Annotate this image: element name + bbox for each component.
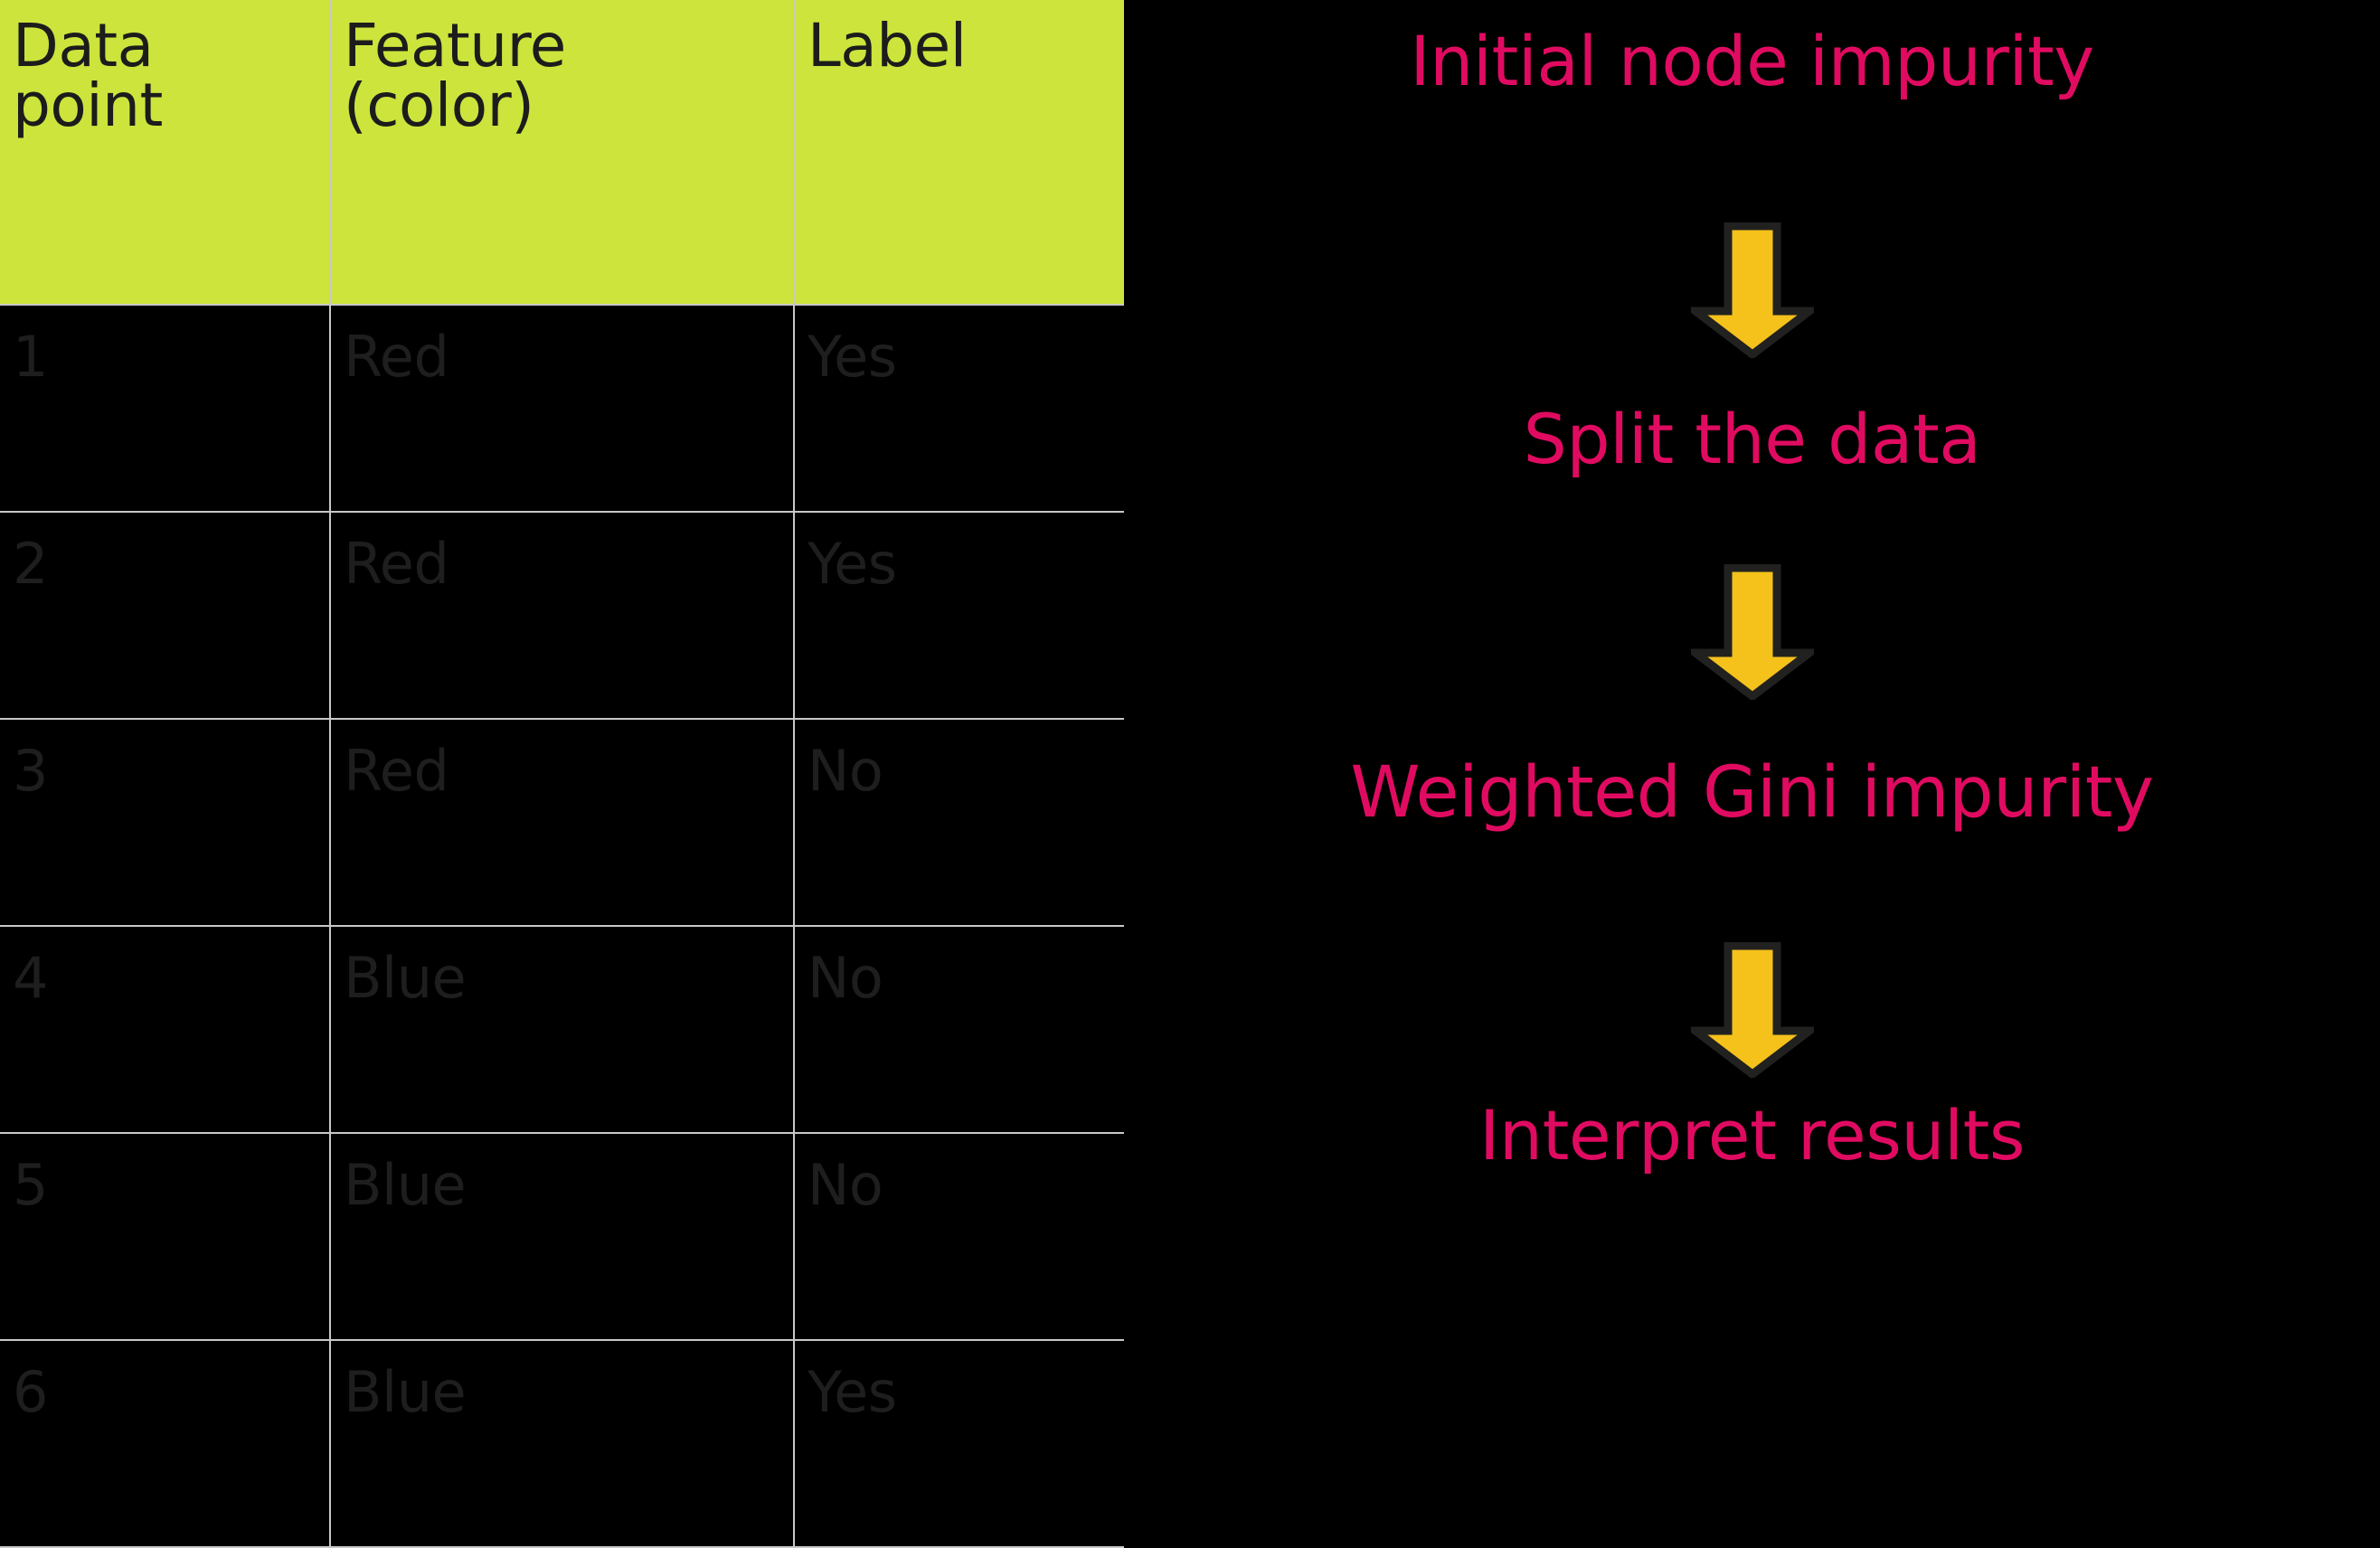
cell-feature: Red [329, 718, 795, 927]
flow-step-initial-node-impurity: Initial node impurity [1410, 21, 2094, 101]
column-header-feature-line2: (color) [344, 71, 534, 140]
column-header-feature-color: Feature (color) [329, 0, 795, 306]
cell-feature: Blue [329, 925, 795, 1134]
column-header-label: Label [793, 0, 1124, 306]
flow-step-interpret-results: Interpret results [1478, 1095, 2026, 1175]
cell-data-point: 3 [0, 718, 331, 927]
column-header-data-point: Data point [0, 0, 331, 306]
flowchart-panel: Initial node impurity Split the data Wei… [1124, 0, 2380, 1373]
data-table-panel: Data point Feature (color) Label 1 Red Y… [0, 0, 1124, 1548]
dataset-table: Data point Feature (color) Label 1 Red Y… [0, 0, 1124, 1548]
table-header: Data point Feature (color) Label [0, 0, 1124, 306]
cell-label: No [793, 1132, 1124, 1341]
flow-arrow-2 [1124, 564, 2380, 700]
flow-arrow-1 [1124, 222, 2380, 358]
cell-feature: Blue [329, 1339, 795, 1548]
column-header-data-point-line2: point [13, 71, 163, 140]
cell-data-point: 2 [0, 511, 331, 720]
flow-step-split-the-data: Split the data [1523, 399, 1981, 479]
cell-data-point: 4 [0, 925, 331, 1134]
cell-data-point: 1 [0, 304, 331, 513]
down-arrow-icon [1690, 222, 1814, 362]
down-arrow-icon [1690, 942, 1814, 1081]
table-header-row: Data point Feature (color) Label [0, 0, 1124, 306]
table-row: 1 Red Yes [0, 304, 1124, 513]
table-row: 5 Blue No [0, 1132, 1124, 1341]
cell-data-point: 6 [0, 1339, 331, 1548]
cell-feature: Red [329, 304, 795, 513]
cell-feature: Blue [329, 1132, 795, 1341]
cell-label: Yes [793, 511, 1124, 720]
table-row: 3 Red No [0, 718, 1124, 927]
flow-arrow-3 [1124, 942, 2380, 1078]
cell-feature: Red [329, 511, 795, 720]
cell-label: Yes [793, 304, 1124, 513]
column-header-feature-line1: Feature [344, 11, 566, 80]
cell-label: Yes [793, 1339, 1124, 1548]
cell-label: No [793, 925, 1124, 1134]
down-arrow-icon [1690, 564, 1814, 703]
cell-data-point: 5 [0, 1132, 331, 1341]
table-row: 2 Red Yes [0, 511, 1124, 720]
flow-step-weighted-gini-impurity: Weighted Gini impurity [1350, 752, 2154, 834]
table-row: 6 Blue Yes [0, 1339, 1124, 1548]
column-header-data-point-line1: Data [13, 11, 154, 80]
cell-label: No [793, 718, 1124, 927]
column-header-label-line1: Label [808, 11, 967, 80]
table-body: 1 Red Yes 2 Red Yes 3 Red No 4 Blue No 5 [0, 304, 1124, 1548]
table-row: 4 Blue No [0, 925, 1124, 1134]
